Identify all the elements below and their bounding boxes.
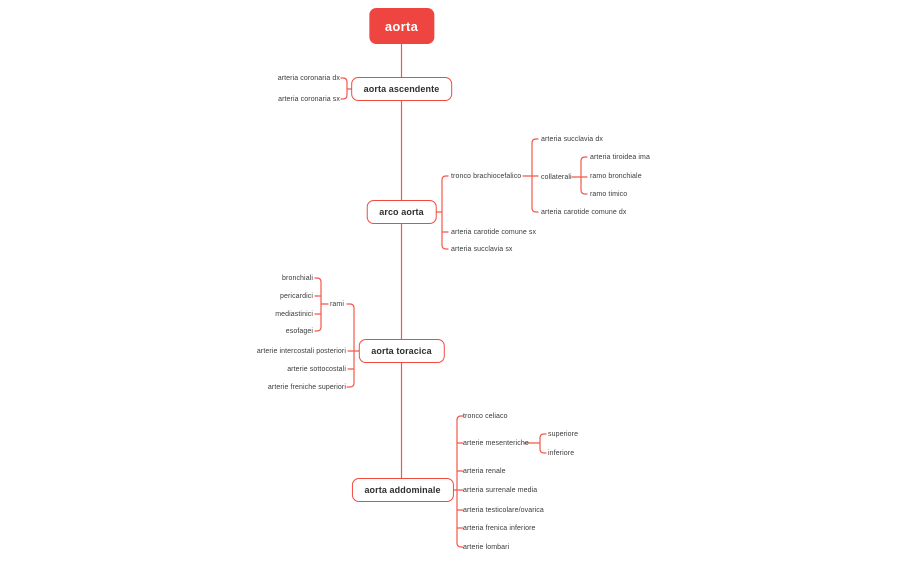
node-aorta-addominale[interactable]: aorta addominale xyxy=(351,478,454,502)
leaf-arteria-coronaria-dx[interactable]: arteria coronaria dx xyxy=(277,75,340,82)
leaf-arteria-coronaria-sx[interactable]: arteria coronaria sx xyxy=(278,96,340,103)
leaf-pericardici[interactable]: pericardici xyxy=(280,293,313,300)
connector-aorta-toracica xyxy=(346,303,362,388)
leaf-arteria-succlavia-sx[interactable]: arteria succlavia sx xyxy=(451,246,513,253)
leaf-arteria-tiroidea-ima[interactable]: arteria tiroidea ima xyxy=(590,154,650,161)
leaf-ramo-bronchiale[interactable]: ramo bronchiale xyxy=(590,173,642,180)
leaf-ramo-timico[interactable]: ramo timico xyxy=(590,191,628,198)
leaf-arteria-carotide-comune-dx[interactable]: arteria carotide comune dx xyxy=(541,209,627,216)
connector-arterie-mesenteriche xyxy=(523,433,547,454)
leaf-arterie-sottocostali[interactable]: arterie sottocostali xyxy=(287,366,346,373)
leaf-arterie-freniche-superiori[interactable]: arterie freniche superiori xyxy=(267,384,346,391)
leaf-mediastinici[interactable]: mediastinici xyxy=(275,311,313,318)
leaf-tronco-brachiocefalico[interactable]: tronco brachiocefalico xyxy=(451,173,522,180)
node-aorta-toracica[interactable]: aorta toracica xyxy=(358,339,445,363)
leaf-mesenterica-superiore[interactable]: superiore xyxy=(548,431,579,438)
leaf-rami[interactable]: rami xyxy=(330,301,345,308)
connector-aorta-addominale xyxy=(449,415,464,548)
leaf-arteria-succlavia-dx[interactable]: arteria succlavia dx xyxy=(541,136,603,143)
leaf-arteria-renale[interactable]: arteria renale xyxy=(463,468,506,475)
connector-tronco-brachiocefalico xyxy=(522,138,539,213)
leaf-tronco-celiaco[interactable]: tronco celiaco xyxy=(463,413,508,420)
connector-collaterali xyxy=(571,156,588,195)
leaf-arteria-testicolare-ovarica[interactable]: arteria testicolare/ovarica xyxy=(463,507,544,514)
connector-rami xyxy=(314,277,329,332)
leaf-arterie-intercostali-posteriori[interactable]: arterie intercostali posteriori xyxy=(256,348,346,355)
leaf-arterie-mesenteriche[interactable]: arterie mesenteriche xyxy=(463,440,529,447)
node-aorta-ascendente[interactable]: aorta ascendente xyxy=(350,77,453,101)
node-arco-aorta[interactable]: arco aorta xyxy=(366,200,437,224)
leaf-arteria-carotide-comune-sx[interactable]: arteria carotide comune sx xyxy=(451,229,537,236)
leaf-mesenterica-inferiore[interactable]: inferiore xyxy=(548,450,575,457)
leaf-arteria-frenica-inferiore[interactable]: arteria frenica inferiore xyxy=(463,525,536,532)
leaf-arterie-lombari[interactable]: arterie lombari xyxy=(463,544,510,551)
leaf-esofagei[interactable]: esofagei xyxy=(285,328,313,335)
leaf-arteria-surrenale-media[interactable]: arteria surrenale media xyxy=(463,487,538,494)
leaf-bronchiali[interactable]: bronchiali xyxy=(282,275,313,282)
node-aorta-root[interactable]: aorta xyxy=(368,8,435,44)
leaf-collaterali[interactable]: collaterali xyxy=(541,174,572,181)
